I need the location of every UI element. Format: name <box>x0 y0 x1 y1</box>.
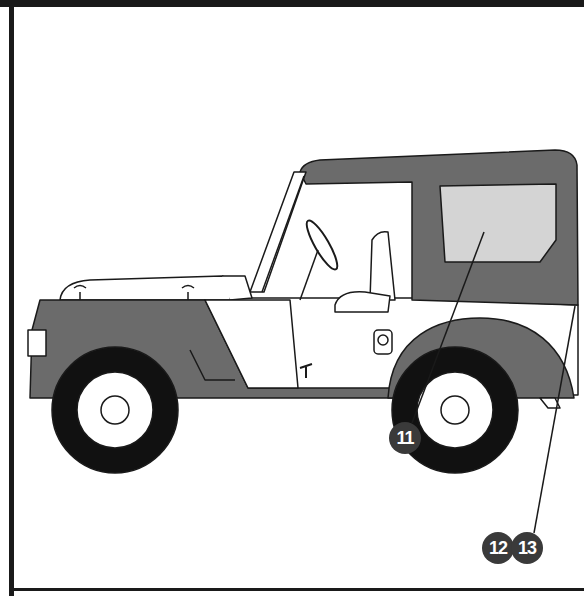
callout-number: 11 <box>389 422 421 454</box>
callout-number: 12 <box>482 532 514 564</box>
callout-number: 13 <box>511 532 543 564</box>
